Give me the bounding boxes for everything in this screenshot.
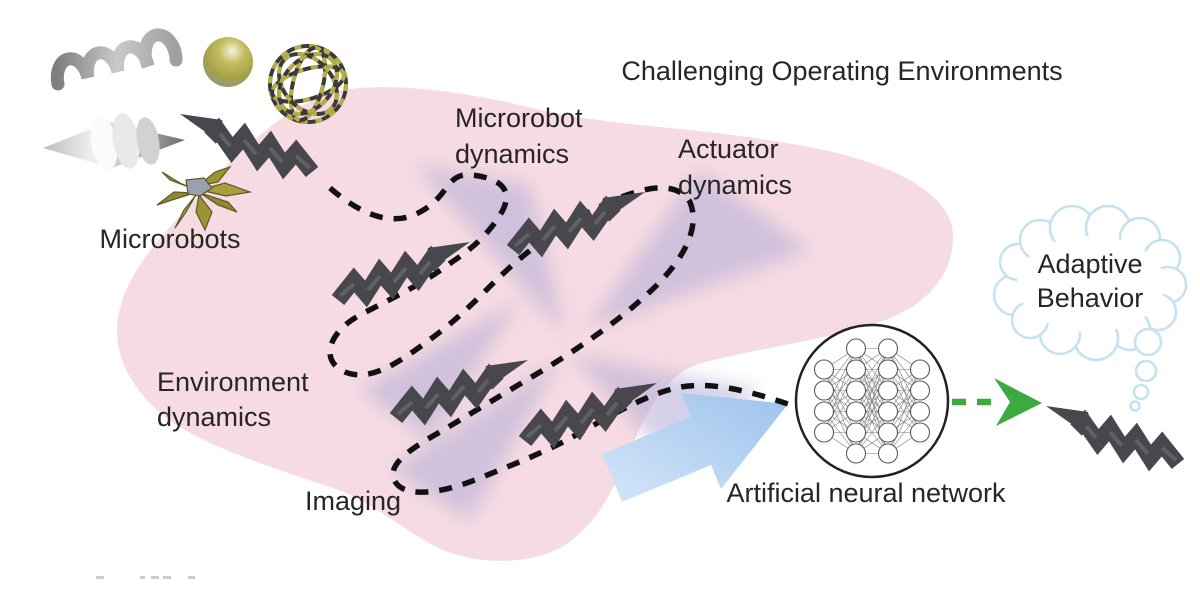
adaptive-behavior-label-line2: Behavior xyxy=(1037,283,1144,313)
thought-bubble-3 xyxy=(1132,383,1150,401)
environment-dynamics-label-line1: Environment xyxy=(157,367,309,397)
microrobot-dynamics-label-line2: dynamics xyxy=(455,139,569,169)
thought-cloud xyxy=(992,204,1188,412)
thought-bubble-1 xyxy=(1133,327,1163,357)
flow-arrow-upright xyxy=(585,170,810,330)
green-arrowhead xyxy=(994,378,1042,426)
imaging-label: Imaging xyxy=(305,486,401,516)
ann-label: Artificial neural network xyxy=(726,478,1006,508)
flow-arrow-upleft xyxy=(415,165,565,335)
silver-screw-drill-icon xyxy=(43,113,185,170)
microrobot-dynamics-label-line1: Microrobot xyxy=(455,103,583,133)
environment-dynamics-label-line2: dynamics xyxy=(157,402,271,432)
actuator-dynamics-label-line1: Actuator xyxy=(678,134,779,164)
microrobot-gallery xyxy=(43,28,348,232)
figure-title: Challenging Operating Environments xyxy=(621,56,1062,86)
thought-bubble-4 xyxy=(1129,400,1141,412)
adaptive-behavior-label-line1: Adaptive xyxy=(1037,249,1142,279)
microrobots-label: Microrobots xyxy=(99,224,240,254)
thought-bubble-2 xyxy=(1134,359,1158,383)
cage-sphere-icon xyxy=(268,44,348,124)
ann-graph xyxy=(813,338,931,464)
gold-sphere-icon xyxy=(203,37,253,87)
ann-input-arrow xyxy=(602,393,788,502)
actuator-dynamics-label-line2: dynamics xyxy=(678,170,792,200)
gold-flower-icon xyxy=(156,165,253,232)
cropped-caption-fragments xyxy=(96,576,195,579)
flow-arrow-downleft xyxy=(390,360,560,520)
trajectory-dashed-path xyxy=(327,172,789,495)
silver-helix-icon xyxy=(50,28,183,91)
ann-output-arrow xyxy=(952,378,1042,426)
adaptive-helix-microrobot xyxy=(1046,406,1178,464)
